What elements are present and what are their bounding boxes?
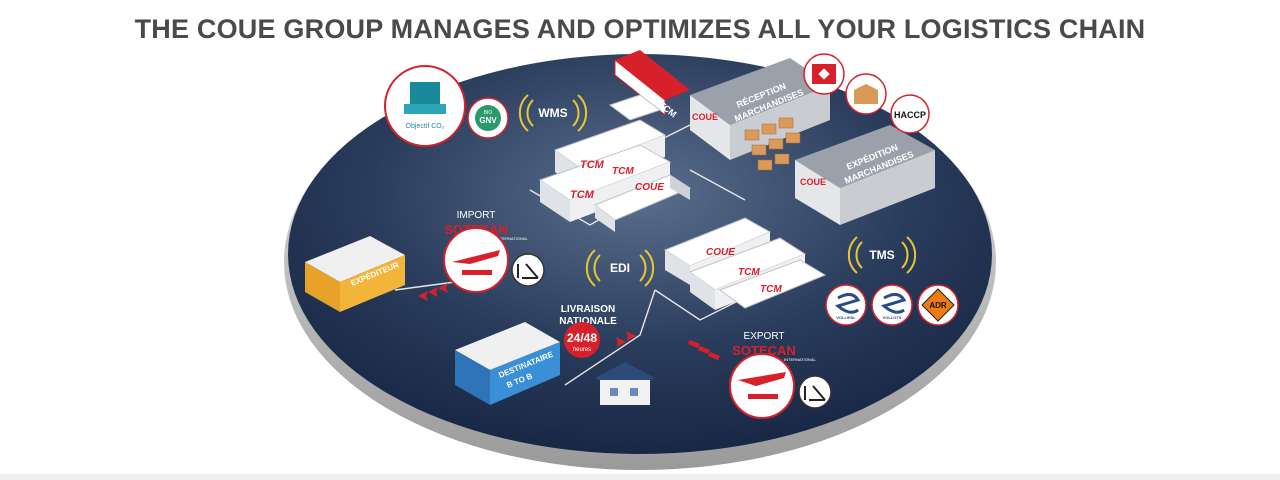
bottom-band (0, 474, 1280, 480)
expediteur-building: EXPÉDITEUR (305, 236, 405, 312)
destinataire-building: DESTINATAIRE B TO B (455, 322, 560, 405)
objectif-co2-badge: Objectif CO₂ (384, 65, 466, 147)
gnv-label: GNV (479, 116, 497, 125)
truck-tcm-label-2: TCM (570, 189, 595, 201)
house (595, 362, 655, 405)
truck-right-tcm: TCM (738, 267, 760, 278)
livraison-line1: LIVRAISON (561, 304, 615, 315)
truck-tcm-label-3: TCM (612, 166, 634, 177)
hazard-box-badge (803, 53, 845, 95)
truck-group-left: TCM TCM COUE TCM (538, 119, 692, 232)
haccp-badge: HACCP (890, 94, 930, 134)
livraison-line2: NATIONALE (559, 316, 617, 327)
haccp-label: HACCP (894, 110, 926, 120)
pallets (744, 117, 801, 171)
truck-right-tcm-2: TCM (760, 284, 782, 295)
truck-right-coue: COUE (706, 247, 735, 258)
port-sec-building: PORT SEC TCM (608, 50, 690, 121)
tms-label: TMS (869, 248, 894, 262)
adr-label: ADR (929, 301, 947, 310)
wms-label: WMS (538, 106, 567, 120)
export-badge: EXPORT SOTECAN INTERNATIONAL (729, 331, 832, 419)
gnv-badge: BIO GNV (467, 97, 509, 139)
vollots-label: VOLLOTS (883, 315, 902, 320)
expedition-coue-label: COUE (800, 177, 826, 187)
livraison-unit: heures (573, 347, 591, 353)
objectif-co2-label: Objectif CO₂ (406, 123, 445, 130)
box-badge (845, 73, 887, 115)
truck-tcm-label: TCM (580, 159, 605, 171)
livraison-badge: LIVRAISON NATIONALE 24/48 heures (559, 304, 617, 358)
page-title: THE COUE GROUP MANAGES AND OPTIMIZES ALL… (134, 14, 1146, 44)
livraison-hours: 24/48 (567, 331, 597, 345)
vollipal-badge: VOLLIPAL (825, 284, 867, 326)
export-label: EXPORT (744, 331, 785, 342)
signal-wms: WMS (518, 94, 588, 132)
adr-badge: ADR (917, 284, 959, 326)
import-sotecan-sub: INTERNATIONAL (496, 236, 528, 241)
signal-tms: TMS (847, 236, 917, 274)
edi-label: EDI (610, 261, 630, 275)
signal-edi: EDI (585, 249, 655, 287)
export-sotecan: SOTECAN (732, 343, 796, 358)
import-badge: IMPORT SOTECAN INTERNATIONAL (443, 210, 545, 293)
vollots-badge: VOLLOTS (871, 284, 913, 326)
import-label: IMPORT (457, 210, 496, 221)
expedition-warehouse: EXPÉDITION MARCHANDISES COUE (795, 125, 935, 225)
truck-coue-label: COUE (635, 182, 664, 193)
arrows-red (418, 283, 720, 360)
gnv-small-label: BIO (484, 110, 493, 116)
export-sotecan-sub: INTERNATIONAL (784, 357, 816, 362)
vollipal-label: VOLLIPAL (836, 315, 856, 320)
truck-group-right: COUE TCM TCM (663, 217, 827, 310)
reception-coue-label: COUE (692, 112, 718, 122)
